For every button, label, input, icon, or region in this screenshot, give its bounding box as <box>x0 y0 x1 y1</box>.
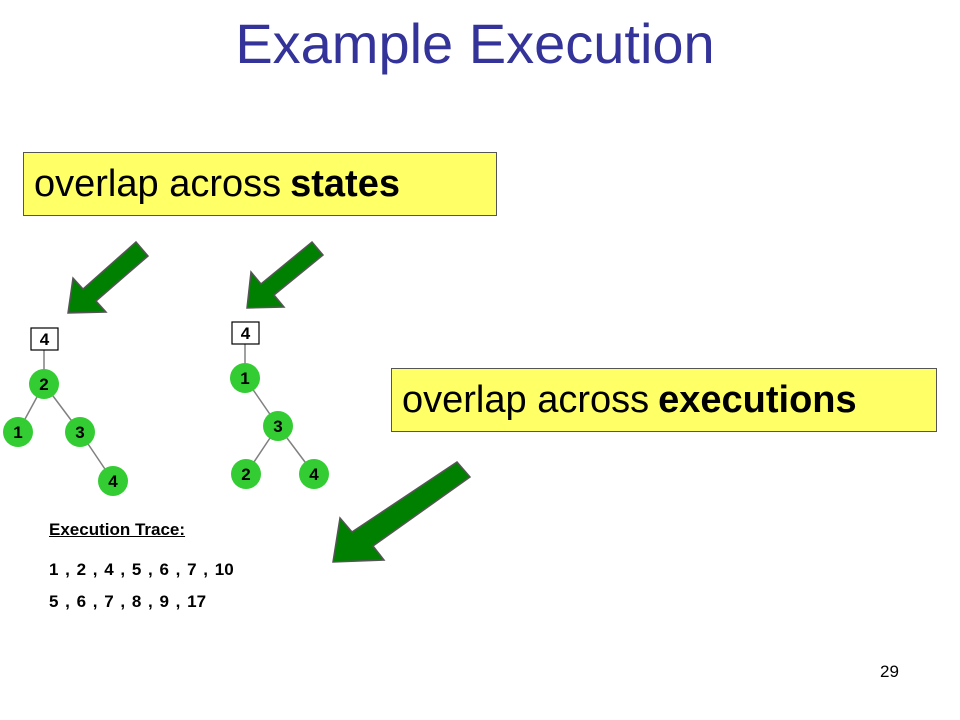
tree-left-node-grandchild <box>98 466 128 496</box>
tree-left-box <box>30 327 59 351</box>
tree-right-node-root-label: 1 <box>240 369 249 388</box>
tree-left-box-label: 4 <box>40 330 50 349</box>
slide-title: Example Execution <box>235 12 715 75</box>
execution-trace-line-1: 1 , 2 , 4 , 5 , 6 , 7 , 10 <box>49 560 234 579</box>
arrow-states-left-icon <box>67 240 150 314</box>
tree-left-node-root-label: 2 <box>39 375 48 394</box>
tree-left-node-grandchild-label: 4 <box>108 472 118 491</box>
page-number: 29 <box>880 662 899 681</box>
tree-left-node-right-label: 3 <box>75 423 84 442</box>
tree-left-node-left-label: 1 <box>13 423 22 442</box>
tree-left: 4 2 1 3 4 <box>3 327 128 496</box>
tree-right-box <box>231 321 260 345</box>
tree-right-node-child <box>263 411 293 441</box>
execution-trace-title: Execution Trace: <box>49 520 186 539</box>
tree-left-node-right <box>65 417 95 447</box>
callout-states-emphasis: states <box>290 162 400 205</box>
tree-left-node-root <box>29 369 59 399</box>
callout-executions-emphasis: executions <box>658 378 857 421</box>
tree-right-node-root <box>230 363 260 393</box>
tree-right-box-label: 4 <box>241 324 251 343</box>
arrow-executions-icon <box>332 461 472 563</box>
tree-left-node-left <box>3 417 33 447</box>
tree-right-node-right-label: 4 <box>309 465 319 484</box>
callout-executions-prefix: overlap across <box>402 378 650 421</box>
callout-states-prefix: overlap across <box>34 162 282 205</box>
tree-right-node-left <box>231 459 261 489</box>
arrow-states-right-icon <box>246 240 325 309</box>
execution-trace-line-2: 5 , 6 , 7 , 8 , 9 , 17 <box>49 592 207 611</box>
tree-right-node-child-label: 3 <box>273 417 282 436</box>
tree-right: 4 1 3 2 4 <box>230 321 329 489</box>
tree-right-node-right <box>299 459 329 489</box>
tree-right-node-left-label: 2 <box>241 465 250 484</box>
